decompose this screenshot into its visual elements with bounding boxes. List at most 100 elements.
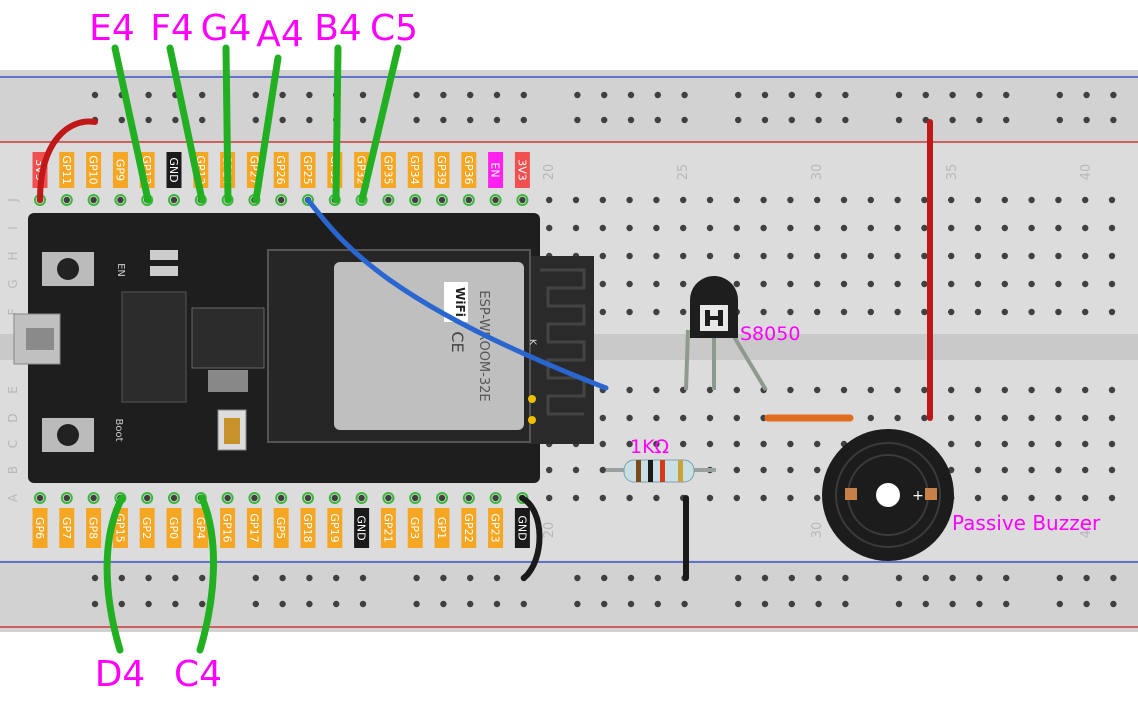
row-letter: B: [6, 466, 20, 474]
rail-hole: [279, 116, 286, 124]
note-label-d4: D4: [95, 654, 146, 695]
rail-hole: [199, 116, 206, 124]
pin-label-bg: [32, 508, 48, 548]
connected-hole: [221, 492, 234, 504]
rail-hole: [359, 91, 367, 99]
rail-hole: [949, 91, 956, 99]
note-wire-d4: [103, 494, 126, 654]
column-number: 20: [542, 164, 557, 181]
row-letter: F: [6, 308, 20, 315]
breadboard-hole: [599, 466, 606, 474]
pin-label-bg: [461, 508, 477, 548]
connected-hole: [436, 492, 448, 504]
resistor-band: [648, 460, 653, 482]
breadboard-hole: [1001, 308, 1008, 316]
breadboard-hole: [1082, 224, 1089, 232]
breadboard-hole: [1082, 386, 1089, 394]
breadboard-hole: [546, 466, 553, 474]
rail-hole: [1083, 116, 1090, 124]
breadboard-hole: [572, 494, 580, 502]
rail-hole: [627, 574, 635, 582]
rail-hole: [252, 574, 259, 582]
pin-label-bg: [461, 152, 477, 188]
pin-label-bg: [434, 508, 450, 548]
breadboard-hole: [626, 252, 633, 260]
note-wire-e4: [111, 44, 152, 204]
rail-hole: [842, 116, 849, 124]
breadboard-hole: [1028, 414, 1035, 422]
breadboard-hole: [948, 252, 955, 260]
connected-hole: [489, 194, 502, 206]
breadboard-hole: [117, 196, 124, 204]
rail-hole: [895, 116, 903, 124]
voltage-regulator: [191, 307, 265, 369]
breadboard-hole: [653, 494, 660, 502]
rail-hole: [1003, 116, 1010, 124]
pin-label-bg: [300, 152, 316, 188]
rail-hole: [467, 91, 474, 99]
rail-hole: [1003, 91, 1010, 99]
rail-hole: [91, 600, 99, 608]
breadboard-hole: [546, 196, 553, 204]
breadboard-hole: [63, 196, 70, 204]
breadboard-hole: [840, 386, 848, 394]
connected-hole: [275, 194, 288, 206]
breadboard-hole: [680, 308, 687, 316]
rail-hole: [252, 116, 259, 124]
breadboard-hole: [974, 494, 982, 502]
rail-hole: [520, 116, 527, 124]
breadboard-hole: [36, 494, 44, 502]
breadboard-hole: [1108, 466, 1116, 474]
breadboard-hole: [1108, 224, 1116, 232]
connected-hole: [60, 492, 73, 504]
breadboard-hole: [814, 440, 821, 448]
breadboard-hole: [948, 224, 955, 232]
breadboard-hole: [626, 280, 633, 288]
wifi-mark: WiFi: [453, 287, 467, 317]
ground-wire-esp32: [519, 495, 543, 581]
top-pin-label: GP35: [381, 155, 394, 184]
note-wire-f4: [166, 44, 206, 204]
breadboard-hole: [1082, 466, 1089, 474]
esp32-board: WiFi ESP-WROOM-32E CE K EN Boot: [13, 213, 594, 483]
breadboard-hole: [599, 224, 606, 232]
breadboard-hole: [814, 280, 821, 288]
breadboard-hole: [546, 494, 553, 502]
breadboard-hole: [867, 196, 874, 204]
bottom-pin-label: GP8: [87, 517, 100, 539]
breadboard-hole: [733, 252, 740, 260]
breadboard-hole: [760, 280, 767, 288]
breadboard-hole: [599, 308, 606, 316]
rail-hole: [467, 600, 474, 608]
pin-label-bg: [273, 152, 289, 188]
rail-hole: [574, 91, 581, 99]
pin-label-bg: [193, 508, 209, 548]
note-wire-b4: [332, 44, 342, 204]
antenna-trace: [540, 268, 586, 416]
rail-hole: [1056, 91, 1064, 99]
breadboard-hole: [948, 386, 955, 394]
top-pin-label: GP11: [60, 155, 73, 184]
breadboard-hole: [706, 224, 714, 232]
rail-hole: [252, 600, 259, 608]
breadboard-hole: [653, 440, 660, 448]
column-number: 35: [945, 164, 960, 181]
note-wire-a4: [252, 54, 282, 204]
rail-hole: [735, 574, 742, 582]
resistor-band: [660, 460, 665, 482]
rail-hole: [306, 600, 313, 608]
breadboard-hole: [733, 224, 740, 232]
connected-hole: [248, 492, 261, 504]
boot-button: [57, 424, 79, 446]
rail-hole: [654, 574, 661, 582]
breadboard-hole: [1028, 308, 1035, 316]
top-pin-label: 3V3: [515, 159, 528, 181]
breadboard-hole: [1055, 308, 1062, 316]
breadboard-hole: [1001, 440, 1008, 448]
breadboard-hole: [733, 440, 740, 448]
breadboard-hole: [1001, 224, 1008, 232]
breadboard-hole: [974, 414, 982, 422]
connected-hole: [34, 492, 46, 504]
en-label: EN: [115, 263, 126, 277]
